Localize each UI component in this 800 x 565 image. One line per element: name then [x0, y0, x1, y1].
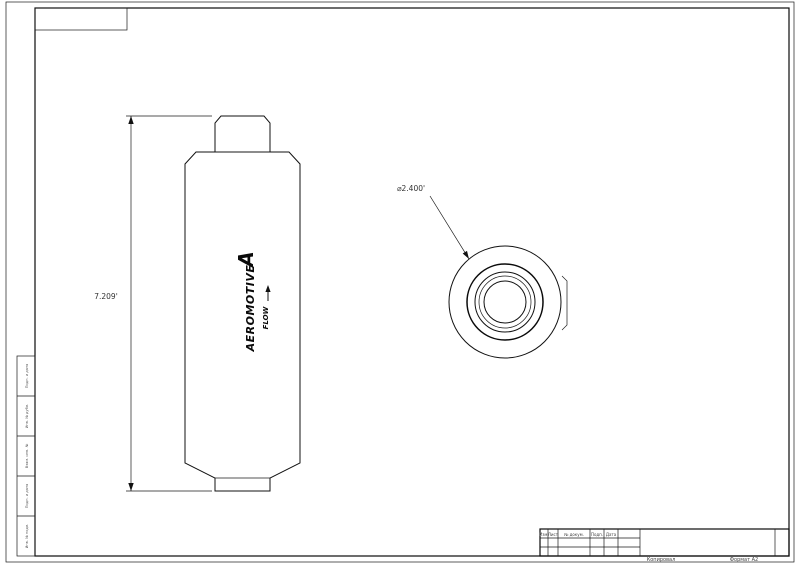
- aeromotive-emblem: A: [234, 251, 258, 268]
- left-strip-box: [16, 355, 36, 557]
- flow-arrow-head: [265, 285, 271, 292]
- outer-border: [5, 1, 795, 563]
- copied-label: Копировал: [647, 557, 676, 563]
- title-col-docnum: № докум.: [564, 532, 584, 537]
- filter-top-port: [214, 115, 271, 152]
- dimension-arrow-top: [128, 116, 134, 124]
- end-view-thread-circle: [478, 275, 532, 329]
- title-col-list: Лист: [548, 532, 559, 537]
- left-strip-label: Подп. и дата: [25, 484, 29, 508]
- end-view: ⌀2.400': [397, 184, 568, 359]
- end-view-ring-circle: [474, 271, 536, 333]
- dimension-arrow-bottom: [128, 483, 134, 491]
- end-view-outer-circle: [448, 245, 562, 359]
- title-col-izm: Изм.: [539, 532, 548, 537]
- diameter-dimension-text: ⌀2.400': [397, 184, 425, 193]
- left-strip-label: Инв. № дубл.: [25, 404, 29, 429]
- aeromotive-logo-text: AEROMOTIVE: [244, 265, 257, 353]
- end-view-boss-circle: [466, 263, 544, 341]
- left-strip-label: Подп. и дата: [25, 364, 29, 388]
- leader-line: [429, 195, 470, 260]
- end-view-bore-circle: [483, 280, 527, 324]
- title-col-podp: Подп.: [591, 532, 603, 537]
- title-col-data: Дата: [606, 532, 617, 537]
- left-strip-label: Инв. № подл.: [25, 524, 29, 549]
- leader-arrow-head: [462, 250, 469, 259]
- format-label: Формат А2: [730, 557, 758, 563]
- height-dimension-text: 7.209': [94, 292, 118, 301]
- stamp-box: [34, 7, 128, 31]
- left-strip-label: Взам. инв. №: [25, 444, 29, 469]
- left-strip: Подп. и дата Инв. № дубл. Взам. инв. № П…: [16, 355, 36, 557]
- title-block-box: [539, 528, 790, 557]
- flow-label: FLOW: [262, 306, 270, 329]
- end-view-side-tab: [561, 275, 568, 331]
- filter-body-outline: [184, 151, 301, 492]
- title-block: Изм. Лист № докум. Подп. Дата: [539, 528, 790, 557]
- inner-frame: [34, 7, 790, 557]
- side-view: 7.209' A AEROMOTIVE FLOW: [94, 115, 301, 492]
